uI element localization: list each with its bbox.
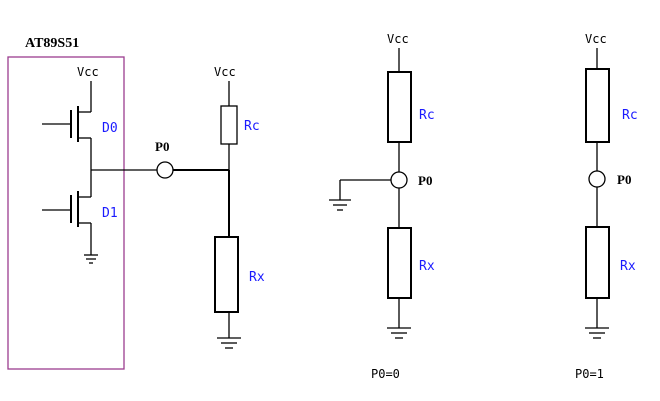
main-external-wiring [173,81,241,349]
rx-label-main: Rx [249,270,265,285]
chip-title: AT89S51 [25,36,79,51]
vcc-label-p0-1: Vcc [585,32,607,46]
rx-label-p0-0: Rx [419,259,435,274]
chip-vcc-label: Vcc [77,65,99,79]
caption-p0-0: P0=0 [371,367,400,381]
p0-pin-p0-1 [588,170,606,188]
p0-pin-p0-0 [390,171,408,189]
p0-label-main: P0 [155,139,169,154]
p0-0-wiring [329,48,412,339]
rc-label-p0-0: Rc [419,108,435,123]
d0-label: D0 [102,121,118,136]
chip-internal-wiring [42,81,157,264]
rx-label-p0-1: Rx [620,259,636,274]
p0-pin-main [156,161,174,179]
p0-label-p0-1: P0 [617,172,631,187]
d1-label: D1 [102,206,118,221]
caption-p0-1: P0=1 [575,367,604,381]
p0-1-wiring [585,48,610,339]
rc-label-p0-1: Rc [622,108,638,123]
rc-label-main: Rc [244,119,260,134]
vcc-label-main: Vcc [214,65,236,79]
vcc-label-p0-0: Vcc [387,32,409,46]
chip-outline [7,56,125,370]
p0-label-p0-0: P0 [418,173,432,188]
